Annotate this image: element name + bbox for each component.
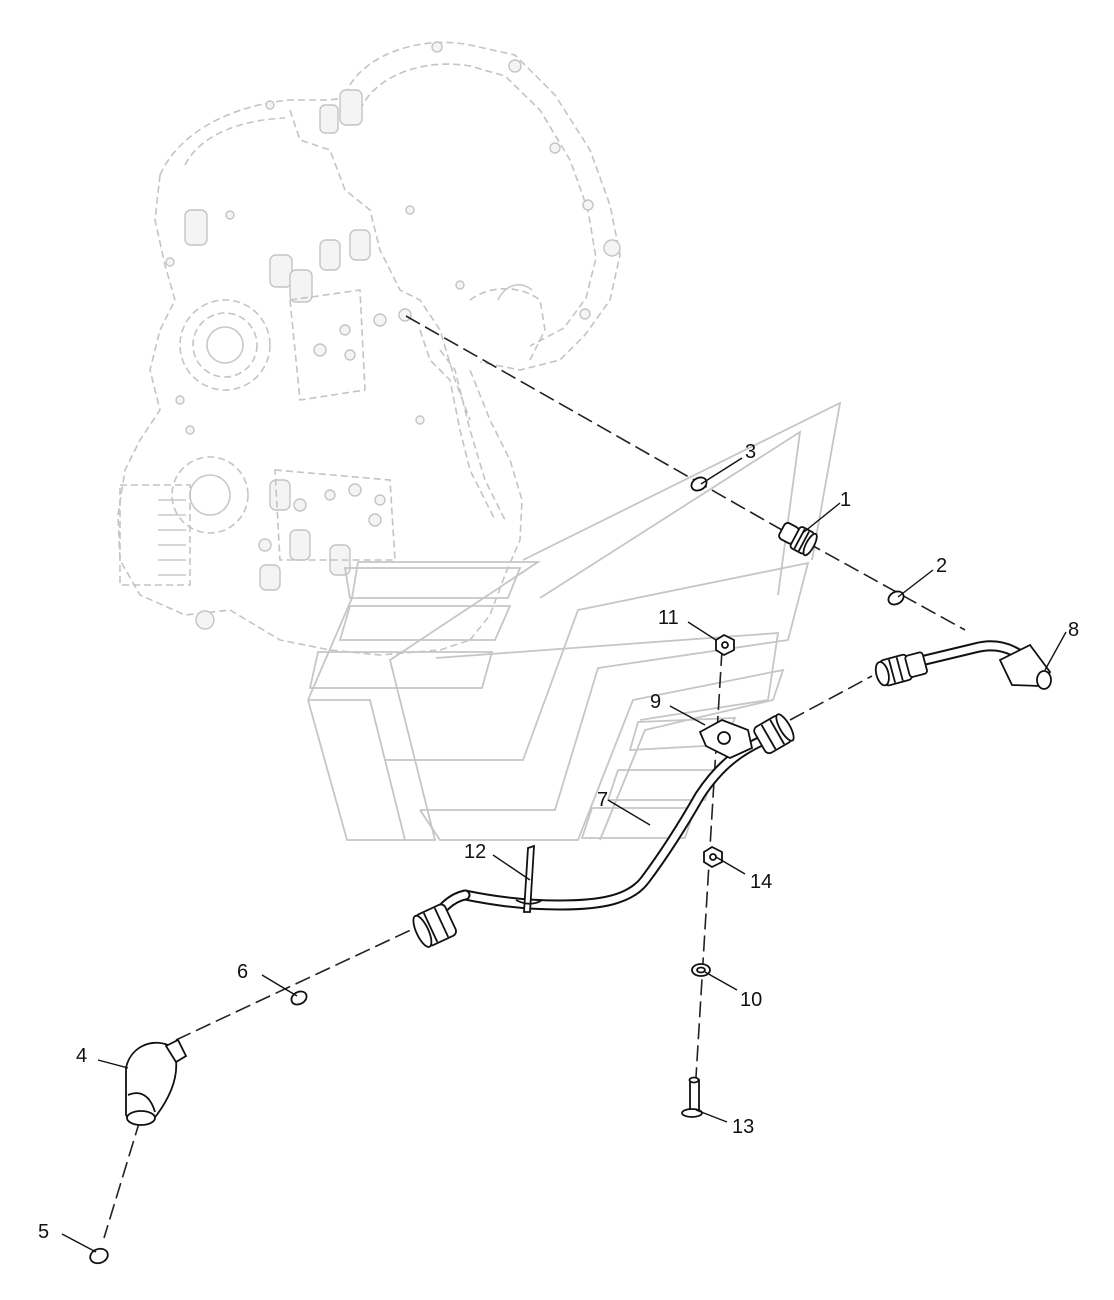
callout-1: 1 <box>840 489 851 511</box>
callout-3: 3 <box>745 441 756 463</box>
part-7-tube <box>412 713 795 948</box>
callout-6: 6 <box>237 961 248 983</box>
leader-lines <box>61 457 1067 1253</box>
brand-logo-ghost <box>307 401 842 841</box>
callout-5: 5 <box>38 1221 49 1243</box>
callout-14: 14 <box>750 871 772 893</box>
callouts: 3 1 2 8 11 9 7 12 14 6 10 4 13 5 <box>38 441 1079 1243</box>
part-2-o-ring <box>887 590 905 606</box>
callout-11: 11 <box>658 607 679 629</box>
callout-9: 9 <box>650 691 661 713</box>
callout-2: 2 <box>936 555 947 577</box>
part-3-o-ring <box>690 476 708 492</box>
callout-10: 10 <box>740 989 762 1011</box>
part-11-nut <box>715 633 735 657</box>
part-4-elbow <box>125 1038 188 1126</box>
parts <box>89 476 1052 1265</box>
callout-4: 4 <box>76 1045 87 1067</box>
part-9-clamp <box>698 719 754 759</box>
callout-8: 8 <box>1068 619 1079 641</box>
part-8-hose <box>874 640 1052 690</box>
callout-13: 13 <box>732 1116 754 1138</box>
assembly-axis-lines <box>103 315 966 1239</box>
part-5-o-ring <box>89 1247 109 1265</box>
transmission-housing-ghost <box>117 41 621 656</box>
part-10-washer <box>691 963 711 977</box>
callout-12: 12 <box>464 841 486 863</box>
callout-7: 7 <box>597 789 608 811</box>
part-6-o-ring <box>290 990 308 1006</box>
part-14-nut <box>703 845 723 869</box>
